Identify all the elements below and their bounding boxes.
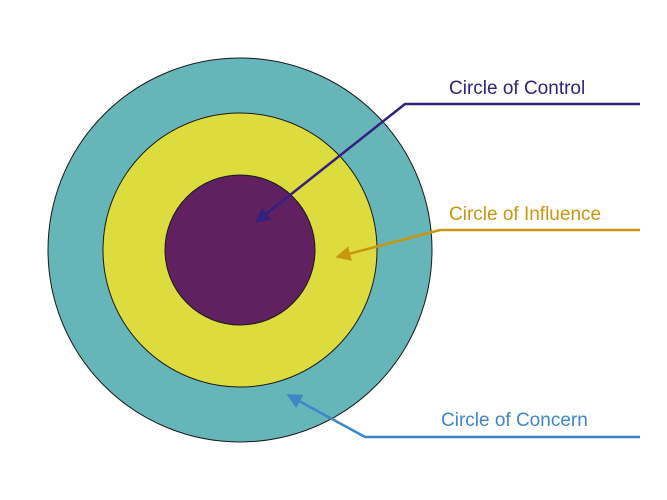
control-pointer-arrow xyxy=(254,102,640,223)
concern-pointer-arrow xyxy=(286,393,640,439)
label-circle-of-concern: Circle of Concern xyxy=(441,410,588,431)
label-circle-of-influence: Circle of Influence xyxy=(449,204,601,225)
influence-pointer-arrow xyxy=(335,228,640,261)
label-circle-of-control: Circle of Control xyxy=(449,78,585,99)
circle-of-control xyxy=(164,174,316,326)
